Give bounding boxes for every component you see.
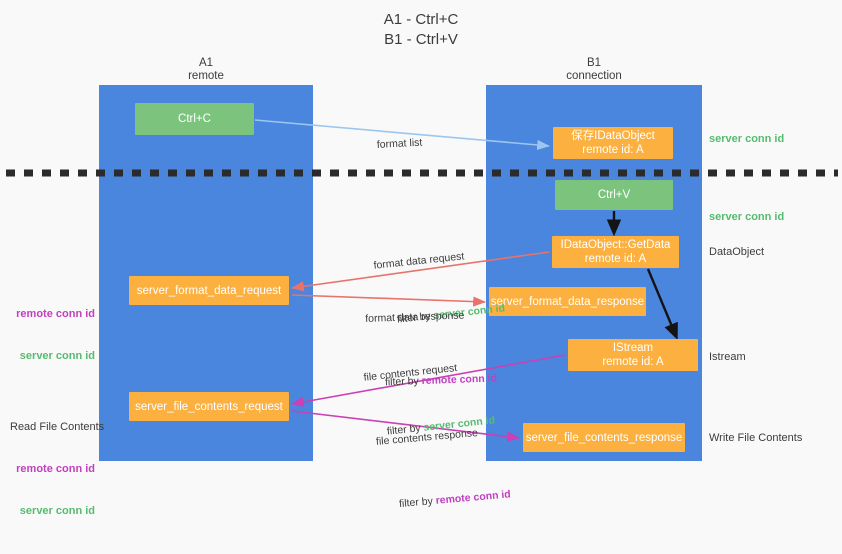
label-group-conn-ids-lower: Read File Contents remote conn id server… xyxy=(10,392,105,546)
node-ctrl-v[interactable]: Ctrl+V xyxy=(555,180,673,210)
label-remote-conn-id-upper: remote conn id xyxy=(16,308,95,320)
diagram-canvas: A1 - Ctrl+C B1 - Ctrl+V A1 remote B1 con… xyxy=(6,11,838,517)
edge-label-file-contents-request-line1: file contents request xyxy=(363,362,458,384)
lane-header-b1: B1 connection xyxy=(566,57,622,82)
label-remote-conn-id-lower: remote conn id xyxy=(16,463,95,475)
label-istream: Istream xyxy=(709,351,746,363)
node-server-format-data-response[interactable]: server_format_data_response xyxy=(489,287,646,316)
node-server-format-data-request[interactable]: server_format_data_request xyxy=(129,276,289,305)
node-idataobject-getdata[interactable]: IDataObject::GetData remote id: A xyxy=(552,236,679,268)
node-server-file-contents-response[interactable]: server_file_contents_response xyxy=(523,423,685,452)
label-write-file-contents: Write File Contents xyxy=(709,432,803,444)
edge-label-file-contents-response-line1: file contents response xyxy=(375,426,479,448)
edge-label-format-list: format list xyxy=(375,108,424,180)
filter-value-remote-conn-id: remote conn id xyxy=(435,488,512,507)
node-server-file-contents-request[interactable]: server_file_contents_request xyxy=(129,392,289,421)
label-dataobject: DataObject xyxy=(709,246,765,258)
node-ctrl-c[interactable]: Ctrl+C xyxy=(135,103,254,135)
node-save-idataobject[interactable]: 保存IDataObject remote id: A xyxy=(553,127,673,159)
page-title: A1 - Ctrl+C B1 - Ctrl+V xyxy=(383,11,459,48)
label-read-file-contents: Read File Contents xyxy=(10,421,105,433)
label-server-conn-id-upper: server conn id xyxy=(19,350,95,362)
node-istream[interactable]: IStream remote id: A xyxy=(568,339,698,371)
edge-label-file-contents-response-line2: filter by remote conn id xyxy=(380,473,513,526)
label-server-conn-id-top: server conn id xyxy=(709,133,785,145)
label-server-conn-id-lower: server conn id xyxy=(19,505,95,517)
edge-label-format-data-request-line1: format data request xyxy=(373,250,465,272)
label-group-conn-ids-upper: remote conn id server conn id xyxy=(10,279,95,391)
edge-label-format-list-line1: format list xyxy=(376,136,423,151)
filter-prefix: filter by xyxy=(398,494,437,511)
lane-header-a1: A1 remote xyxy=(188,57,224,82)
edge-label-format-data-response-line1: format data response xyxy=(365,309,465,325)
edge-label-file-contents-response: file contents response filter by remote … xyxy=(373,396,515,554)
label-server-conn-id-mid: server conn id xyxy=(709,211,785,223)
